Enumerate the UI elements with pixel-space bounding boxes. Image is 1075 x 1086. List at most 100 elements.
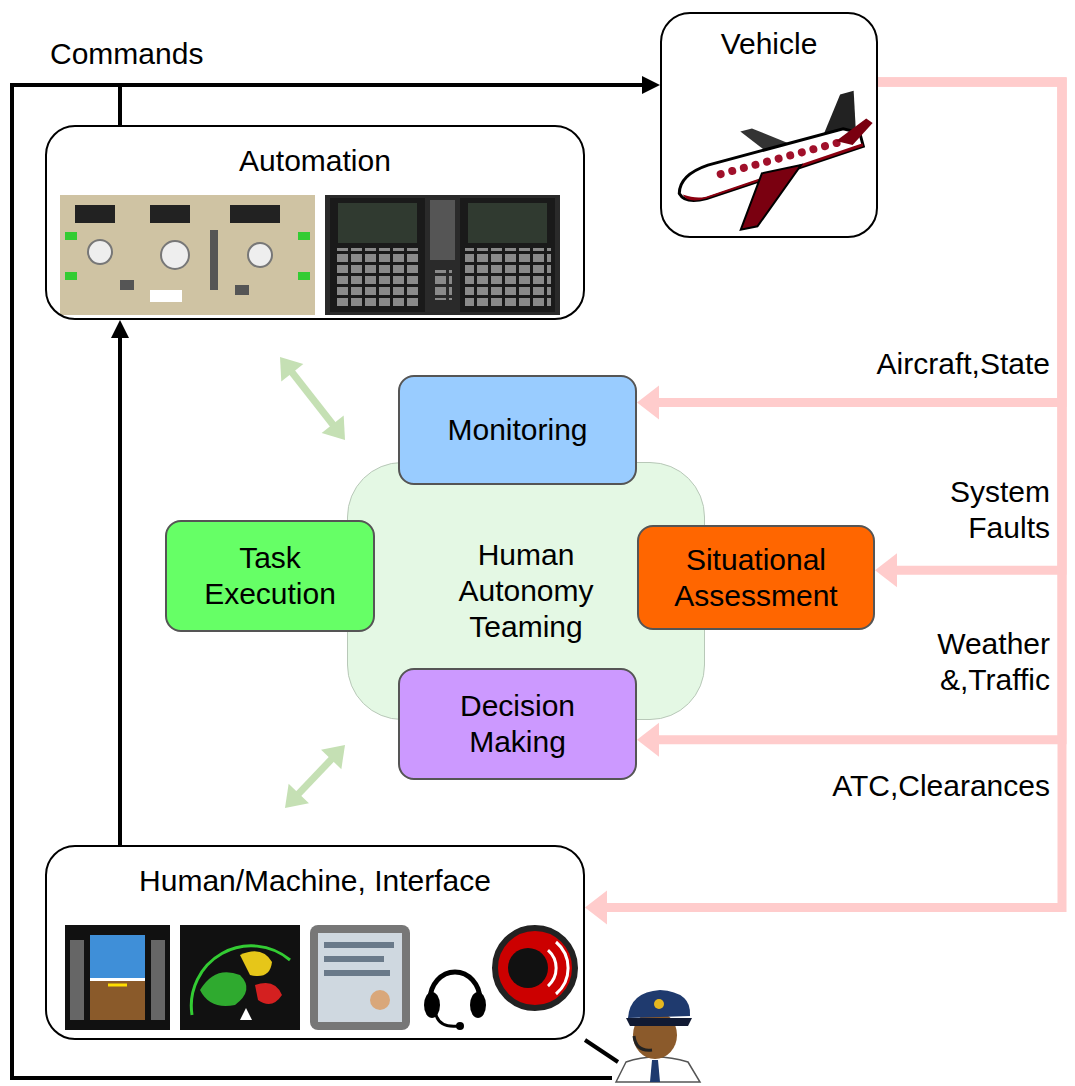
headset-icon [424, 972, 486, 1030]
connector [280, 357, 345, 440]
alarm-icon [495, 928, 575, 1008]
vehicle-box: Vehicle [660, 12, 878, 238]
cdu-panel [430, 200, 455, 260]
airplane-icon [832, 117, 876, 149]
nav-display-icon [255, 983, 282, 1004]
arrow-head [637, 723, 659, 757]
tablet-icon [324, 956, 384, 962]
cdu-panel [468, 203, 547, 243]
teaming-box: Human Autonomy TeamingMonitoringTask Exe… [347, 462, 705, 720]
nav-display-icon [180, 925, 300, 1030]
nav-display-icon [240, 951, 272, 976]
nav-display-icon [191, 946, 290, 1015]
alarm-icon [495, 928, 575, 1008]
autopilot-panel [235, 285, 249, 295]
cdu-panel [325, 195, 560, 315]
airplane-icon [739, 163, 749, 173]
arrow-head [875, 553, 897, 587]
nav-display-icon [180, 925, 300, 1030]
headset-icon [470, 992, 486, 1018]
alarm-icon [508, 948, 548, 988]
airplane-icon [727, 166, 737, 176]
autopilot-panel [210, 230, 218, 290]
node-text: Vehicle [721, 26, 818, 62]
airplane-icon [820, 141, 830, 151]
command-wire [12, 85, 618, 1078]
autopilot-panel [298, 272, 310, 280]
connector [111, 320, 129, 845]
airplane-icon [808, 144, 818, 154]
signal-label: System Faults [910, 474, 1050, 546]
autopilot-panel [230, 205, 280, 223]
arrow-head [642, 76, 660, 94]
node-text: Task Execution [185, 540, 355, 612]
arrow-head [280, 357, 303, 381]
connector [285, 745, 345, 808]
decision-box: Decision Making [398, 668, 637, 780]
autopilot-panel [161, 241, 189, 269]
cdu-panel [465, 248, 551, 308]
connector-line [295, 755, 336, 798]
connector-line [652, 82, 1062, 740]
node-text: Situational Assessment [651, 542, 861, 614]
monitoring-box: Monitoring [398, 375, 637, 485]
pfd-icon [151, 940, 165, 1020]
airplane-icon [728, 163, 813, 231]
pfd-icon [90, 978, 145, 981]
connector-line [118, 333, 122, 845]
cdu-panel [338, 203, 417, 243]
pfd-icon [65, 925, 170, 1030]
autopilot-panel [120, 280, 134, 290]
pilot-icon [616, 1057, 700, 1082]
arrow-head [585, 890, 607, 924]
connector-line [652, 82, 1062, 403]
autopilot-panel [298, 232, 310, 240]
pfd-icon [65, 925, 170, 1030]
pilot-icon [616, 990, 700, 1082]
tablet-icon [324, 942, 394, 948]
tablet-icon [310, 925, 410, 1030]
cdu-panel [335, 248, 421, 308]
arrow-head [322, 416, 345, 440]
pilot-icon [626, 1018, 692, 1026]
interface-box: Human/Machine, Interface [45, 845, 585, 1040]
tablet-icon [370, 990, 390, 1010]
connector [637, 82, 1062, 420]
connector [875, 82, 1062, 587]
commands-label: Commands [50, 36, 203, 72]
task-box: Task Execution [165, 520, 375, 632]
airplane-icon [716, 169, 726, 179]
autopilot-panel [65, 272, 77, 280]
pfd-icon [90, 935, 145, 980]
airplane-icon [665, 88, 890, 243]
command-wire [12, 85, 612, 1078]
arrow-head [111, 320, 129, 338]
autopilot-panel [150, 290, 182, 302]
automation-box: Automation [45, 125, 585, 320]
autopilot-panel [150, 205, 190, 223]
headset-icon [456, 1022, 464, 1030]
alarm-icon [548, 950, 556, 986]
connector-line [878, 82, 1062, 570]
pilot-icon [634, 1036, 652, 1050]
airplane-icon [762, 157, 772, 167]
command-wire [585, 1040, 618, 1062]
pilot-icon [654, 999, 664, 1009]
node-text: Automation [239, 143, 391, 179]
signal-label: ATC,Clearances [832, 768, 1050, 804]
node-text: Monitoring [447, 412, 587, 448]
tablet-icon [324, 970, 390, 976]
connector-line [120, 85, 647, 125]
autopilot-panel [75, 205, 115, 223]
assessment-box: Situational Assessment [637, 525, 875, 630]
node-text: Human Autonomy Teaming [441, 537, 611, 645]
autopilot-panel [60, 195, 315, 315]
autopilot-panel [88, 240, 112, 264]
airplane-icon [774, 154, 784, 164]
node-text: Human/Machine, Interface [139, 863, 491, 899]
connector [120, 76, 660, 125]
airplane-icon [785, 151, 795, 161]
airplane-icon [797, 147, 807, 157]
alarm-icon [556, 942, 568, 994]
